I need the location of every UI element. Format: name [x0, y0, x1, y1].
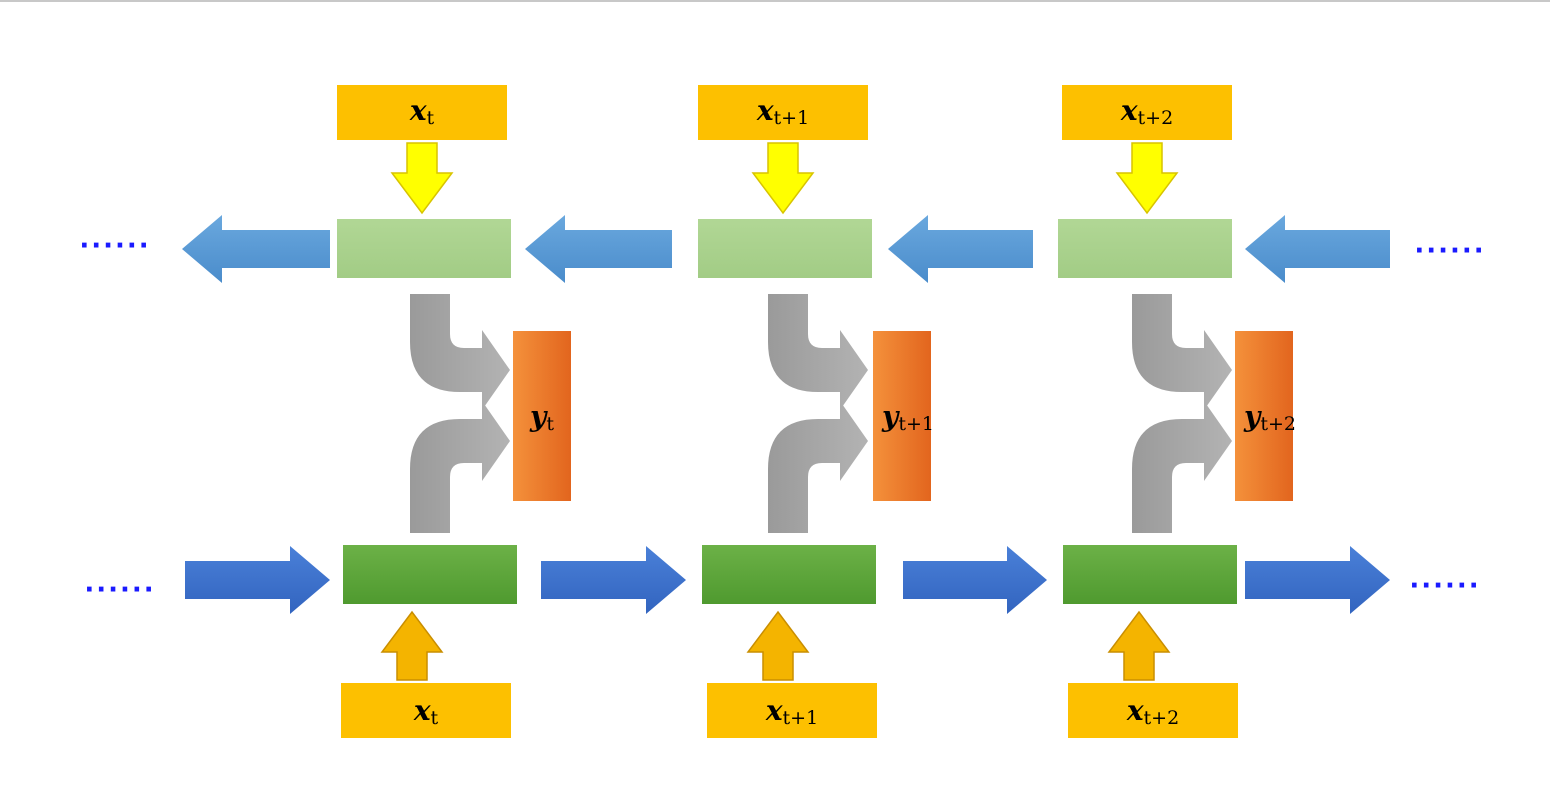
backward-cell-0 [337, 219, 511, 278]
output-label-2-subscript: t+2 [1260, 413, 1296, 435]
top-input-box-0 [337, 85, 507, 140]
bottom-input-arrow-0 [380, 610, 444, 681]
forward-cell-2 [1063, 545, 1237, 604]
bottom-input-box-1 [707, 683, 877, 738]
bottom-input-label-0: xt [413, 694, 439, 730]
bottom-input-label-1-symbol: x [765, 694, 783, 727]
ellipsis-top-left: ...... [79, 225, 150, 255]
top-input-label-2-subscript: t+2 [1138, 107, 1174, 129]
forward-arrow-1 [541, 546, 686, 614]
bottom-input-label-2: xt+2 [1126, 694, 1179, 730]
merge-arrow-forward-1 [768, 401, 868, 533]
bottom-input-label-1-subscript: t+1 [783, 707, 819, 729]
bottom-input-label-0-symbol: x [413, 694, 431, 727]
merge-arrow-backward-2 [1132, 294, 1232, 410]
top-input-box-1 [698, 85, 868, 140]
backward-arrow-0 [182, 215, 330, 283]
bottom-input-label-0-subscript: t [431, 707, 439, 729]
output-cell-2 [1235, 331, 1293, 501]
top-input-label-2-symbol: x [1120, 94, 1138, 127]
ellipsis-bottom-right: ...... [1409, 565, 1480, 595]
merge-arrow-backward-1 [768, 294, 868, 410]
bottom-input-arrow-1 [746, 610, 810, 681]
forward-cell-1 [702, 545, 876, 604]
output-label-0-symbol: y [529, 400, 548, 433]
top-input-label-0: xt [409, 94, 435, 130]
output-label-1-subscript: t+1 [898, 413, 934, 435]
top-input-label-1-symbol: x [756, 94, 774, 127]
top-input-arrow-1 [751, 142, 815, 215]
bottom-input-label-2-subscript: t+2 [1144, 707, 1180, 729]
output-label-2: yt+2 [1243, 400, 1296, 436]
top-input-label-1-subscript: t+1 [774, 107, 810, 129]
bottom-input-arrow-2 [1107, 610, 1171, 681]
output-cell-1 [873, 331, 931, 501]
time-step-0 [337, 85, 571, 738]
forward-arrow-2 [903, 546, 1047, 614]
forward-arrow-3 [1245, 546, 1390, 614]
ellipsis-top-right: ...... [1414, 230, 1485, 260]
bottom-input-label-2-symbol: x [1126, 694, 1144, 727]
forward-arrow-0 [185, 546, 330, 614]
backward-cell-1 [698, 219, 872, 278]
bottom-input-label-1: xt+1 [765, 694, 818, 730]
ellipsis-bottom-left: ...... [84, 569, 155, 599]
top-input-label-0-symbol: x [409, 94, 427, 127]
top-input-label-1: xt+1 [756, 94, 809, 130]
output-cell-0 [513, 331, 571, 501]
top-input-arrow-0 [390, 142, 454, 215]
top-input-label-0-subscript: t [427, 107, 435, 129]
backward-arrow-1 [525, 215, 672, 283]
bottom-input-box-0 [341, 683, 511, 738]
forward-cell-0 [343, 545, 517, 604]
backward-arrow-3 [1245, 215, 1390, 283]
top-input-box-2 [1062, 85, 1232, 140]
time-step-2 [1058, 85, 1293, 738]
top-input-arrow-2 [1115, 142, 1179, 215]
backward-arrow-2 [888, 215, 1033, 283]
top-border-line [0, 0, 1550, 2]
time-step-1 [698, 85, 931, 738]
output-label-2-symbol: y [1243, 400, 1262, 433]
output-label-1-symbol: y [881, 400, 900, 433]
merge-arrow-backward-0 [410, 294, 510, 410]
bottom-input-box-2 [1068, 683, 1238, 738]
output-label-1: yt+1 [881, 400, 934, 436]
top-input-label-2: xt+2 [1120, 94, 1173, 130]
merge-arrow-forward-0 [410, 401, 510, 533]
backward-cell-2 [1058, 219, 1232, 278]
output-label-0-subscript: t [546, 413, 554, 435]
merge-arrow-forward-2 [1132, 401, 1232, 533]
output-label-0: yt [529, 400, 554, 436]
